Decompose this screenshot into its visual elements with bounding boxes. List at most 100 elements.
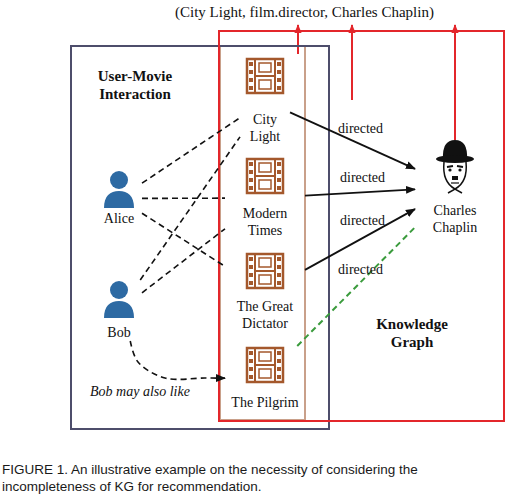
film-icon <box>245 57 285 95</box>
user-body <box>104 301 134 318</box>
film-hole <box>277 170 281 174</box>
entity-node: Charles Chaplin <box>415 138 495 236</box>
film-hole <box>277 257 281 261</box>
hat-brim <box>436 155 474 163</box>
film-panel <box>259 369 271 378</box>
node-label: The Pilgrim <box>225 394 305 411</box>
film-hole <box>277 351 281 355</box>
film-frame <box>247 59 283 93</box>
frame-heading: User-Movie Interaction <box>80 67 190 103</box>
eye <box>458 168 461 171</box>
chaplin-icon <box>430 138 480 198</box>
film-icon <box>245 252 285 290</box>
film-panel <box>259 180 271 189</box>
interaction-link <box>142 213 225 266</box>
film-panel <box>259 80 271 89</box>
film-hole <box>277 281 281 285</box>
film-hole <box>249 257 253 261</box>
film-hole <box>277 86 281 90</box>
film-hole <box>249 273 253 277</box>
node-label: The Great Dictator <box>225 298 305 332</box>
mouth <box>451 182 459 183</box>
film-hole <box>277 162 281 166</box>
user-node: Bob <box>96 280 142 341</box>
node-label: City Light <box>240 111 290 145</box>
relation-arrow <box>290 112 415 169</box>
film-panel <box>259 258 271 267</box>
movie-overlap-box <box>220 46 305 420</box>
film-hole <box>249 86 253 90</box>
film-panel <box>259 352 271 361</box>
film-hole <box>249 186 253 190</box>
interaction-link <box>142 118 240 183</box>
film-frame <box>247 159 283 193</box>
movie-node: The Pilgrim <box>225 346 305 411</box>
eye <box>448 168 451 171</box>
film-frame <box>247 254 283 288</box>
figure-caption: FIGURE 1. An illustrative example on the… <box>2 461 507 495</box>
film-panel <box>259 275 271 284</box>
film-line <box>255 175 275 177</box>
film-hole <box>249 375 253 379</box>
mustache <box>452 176 458 180</box>
relation-arrow <box>305 209 415 270</box>
film-panel <box>259 63 271 72</box>
film-hole <box>249 70 253 74</box>
movie-node: The Great Dictator <box>225 252 305 332</box>
film-hole <box>277 186 281 190</box>
face-outline <box>444 162 467 189</box>
interaction-frame: User-Movie InteractionAliceBob City Light… <box>70 45 330 430</box>
film-line <box>255 270 275 272</box>
film-hole <box>277 70 281 74</box>
interaction-link <box>297 227 415 346</box>
node-label: Charles Chaplin <box>415 202 495 236</box>
film-hole <box>277 265 281 269</box>
collar <box>448 189 462 193</box>
film-line <box>255 364 275 366</box>
film-hole <box>277 62 281 66</box>
film-hole <box>249 265 253 269</box>
edge-label: directed <box>338 262 383 278</box>
film-hole <box>277 375 281 379</box>
interaction-link <box>142 197 225 199</box>
film-hole <box>249 351 253 355</box>
film-icon <box>245 346 285 384</box>
edge-label: directed <box>340 213 385 229</box>
film-hole <box>277 359 281 363</box>
film-hole <box>249 359 253 363</box>
eyebrows <box>447 166 463 167</box>
relation-arrow <box>305 189 415 195</box>
film-hole <box>249 62 253 66</box>
node-label: Alice <box>96 210 142 227</box>
film-hole <box>277 273 281 277</box>
film-hole <box>249 367 253 371</box>
triple-text: (City Light, film.director, Charles Chap… <box>175 4 434 20</box>
triple-leader <box>454 25 456 140</box>
film-hole <box>277 367 281 371</box>
film-icon <box>245 157 285 195</box>
film-frame <box>247 348 283 382</box>
film-hole <box>277 78 281 82</box>
user-node: Alice <box>96 170 142 227</box>
user-head <box>110 281 128 299</box>
film-hole <box>249 78 253 82</box>
film-panel <box>259 163 271 172</box>
interaction-link <box>140 137 240 280</box>
frame-heading: Knowledge Graph <box>360 315 464 351</box>
node-label: Modern Times <box>225 205 305 239</box>
triple-leader <box>351 25 353 100</box>
film-hole <box>277 178 281 182</box>
interaction-link <box>142 229 225 293</box>
edge-label: directed <box>338 121 383 137</box>
user-head <box>110 171 128 189</box>
film-hole <box>249 170 253 174</box>
user-body <box>104 191 134 208</box>
film-hole <box>249 178 253 182</box>
film-hole <box>249 281 253 285</box>
film-hole <box>249 162 253 166</box>
node-label: Bob <box>96 324 142 341</box>
edge-label: Bob may also like <box>90 384 190 400</box>
interaction-link <box>130 341 225 379</box>
